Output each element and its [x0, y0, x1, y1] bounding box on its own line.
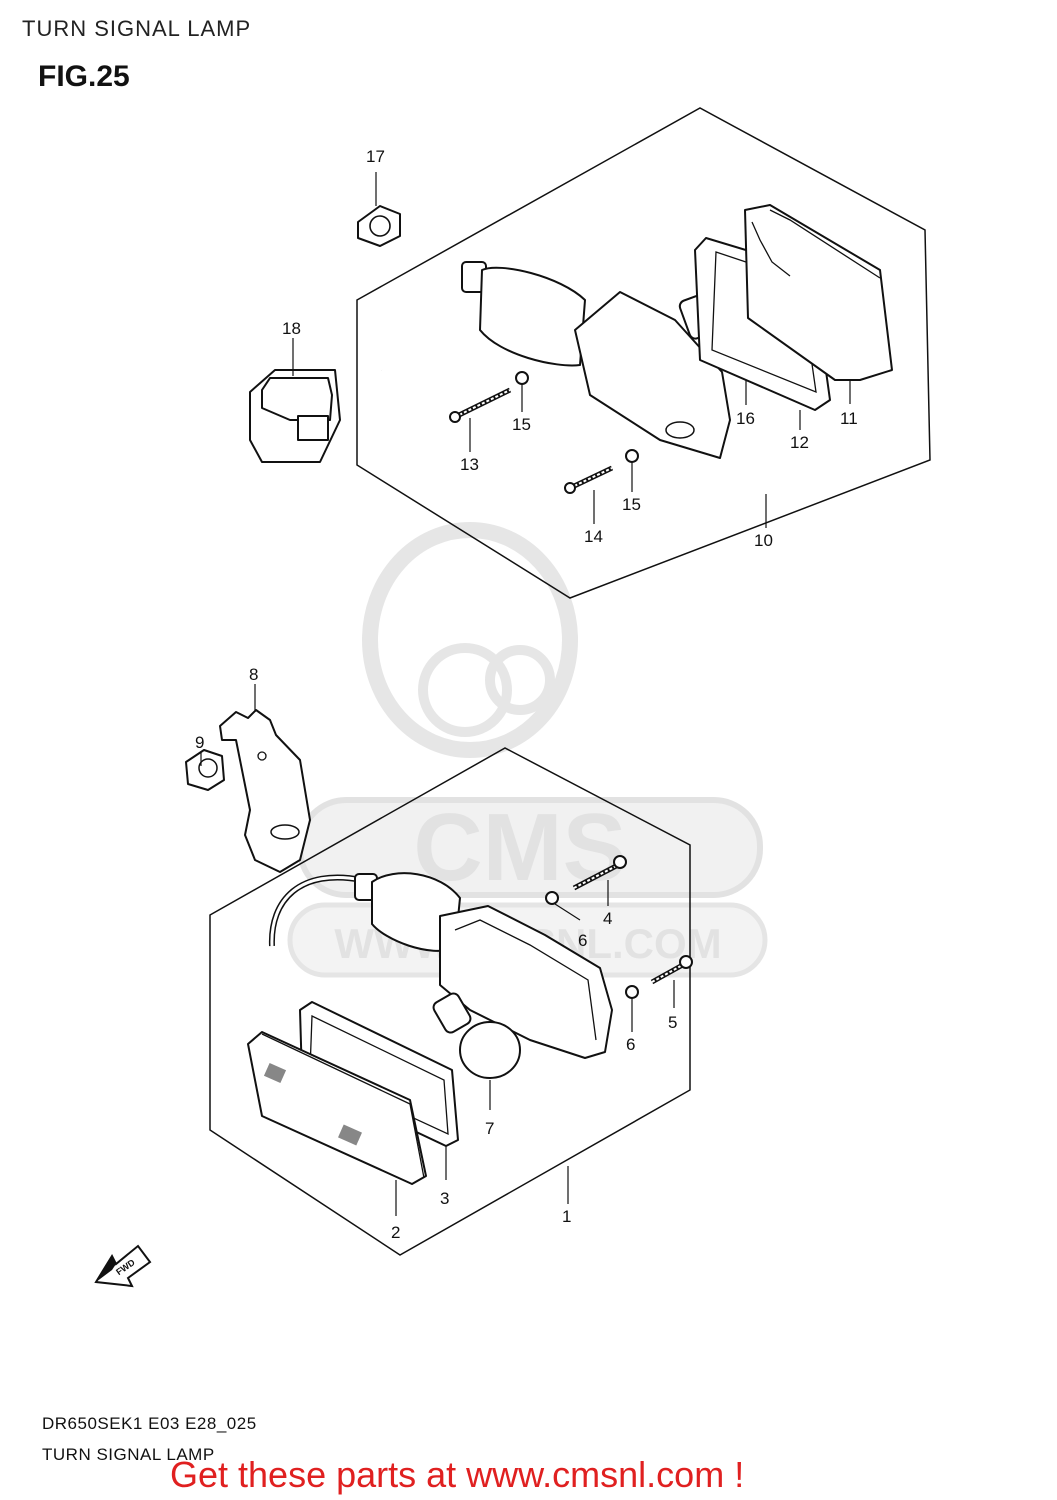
- callout-1: 1: [562, 1207, 571, 1226]
- callout-15b: 15: [622, 495, 641, 514]
- screw-4: [572, 855, 627, 906]
- washer-15b: [625, 449, 639, 492]
- screw-5: [650, 955, 693, 1008]
- screw-13: [449, 387, 512, 452]
- callout-6b: 6: [626, 1035, 635, 1054]
- callout-9: 9: [195, 733, 204, 752]
- callout-14: 14: [584, 527, 603, 546]
- callouts: 17 18 15 13 16 12 11 15 14 10 8 9 4 6 5 …: [195, 147, 858, 1242]
- lens-11: [744, 204, 893, 404]
- washer-15a: [515, 371, 529, 412]
- callout-17: 17: [366, 147, 385, 166]
- lower-lamp-housing: [268, 872, 613, 1059]
- page-title: TURN SIGNAL LAMP: [22, 16, 252, 41]
- relay-18: [249, 338, 341, 463]
- callout-3: 3: [440, 1189, 449, 1208]
- watermark-brand: CMS: [413, 794, 626, 901]
- diagram-caption: TURN SIGNAL LAMP: [42, 1445, 215, 1464]
- nut-9: [185, 749, 225, 791]
- bracket-8: [219, 684, 311, 873]
- forward-arrow-icon: FWD: [94, 1244, 152, 1288]
- callout-13: 13: [460, 455, 479, 474]
- lower-assembly-outline: [209, 747, 691, 1256]
- screw-14: [564, 465, 614, 524]
- washer-6b: [625, 985, 639, 1032]
- bulb-7: [432, 992, 521, 1110]
- callout-7: 7: [485, 1119, 494, 1138]
- callout-2: 2: [391, 1223, 400, 1242]
- callout-12: 12: [790, 433, 809, 452]
- lens-2: [247, 1031, 427, 1216]
- promo-link[interactable]: Get these parts at www.cmsnl.com !: [170, 1454, 745, 1495]
- washer-6a: [545, 891, 581, 921]
- nut-17: [357, 172, 401, 247]
- callout-10: 10: [754, 531, 773, 550]
- upper-assembly-outline: [356, 107, 931, 599]
- callout-8: 8: [249, 665, 258, 684]
- figure-label: FIG.25: [38, 60, 130, 93]
- callout-16: 16: [736, 409, 755, 428]
- callout-5: 5: [668, 1013, 677, 1032]
- gasket-3: [299, 1001, 459, 1180]
- callout-4: 4: [603, 909, 612, 928]
- callout-18: 18: [282, 319, 301, 338]
- callout-15a: 15: [512, 415, 531, 434]
- watermark: CMS WWW.CMSNL.COM: [287, 522, 768, 978]
- upper-lamp-housing: [380, 261, 731, 459]
- diagram-code: DR650SEK1 E03 E28_025: [42, 1414, 257, 1433]
- callout-11: 11: [840, 409, 858, 428]
- callout-6a: 6: [578, 931, 587, 950]
